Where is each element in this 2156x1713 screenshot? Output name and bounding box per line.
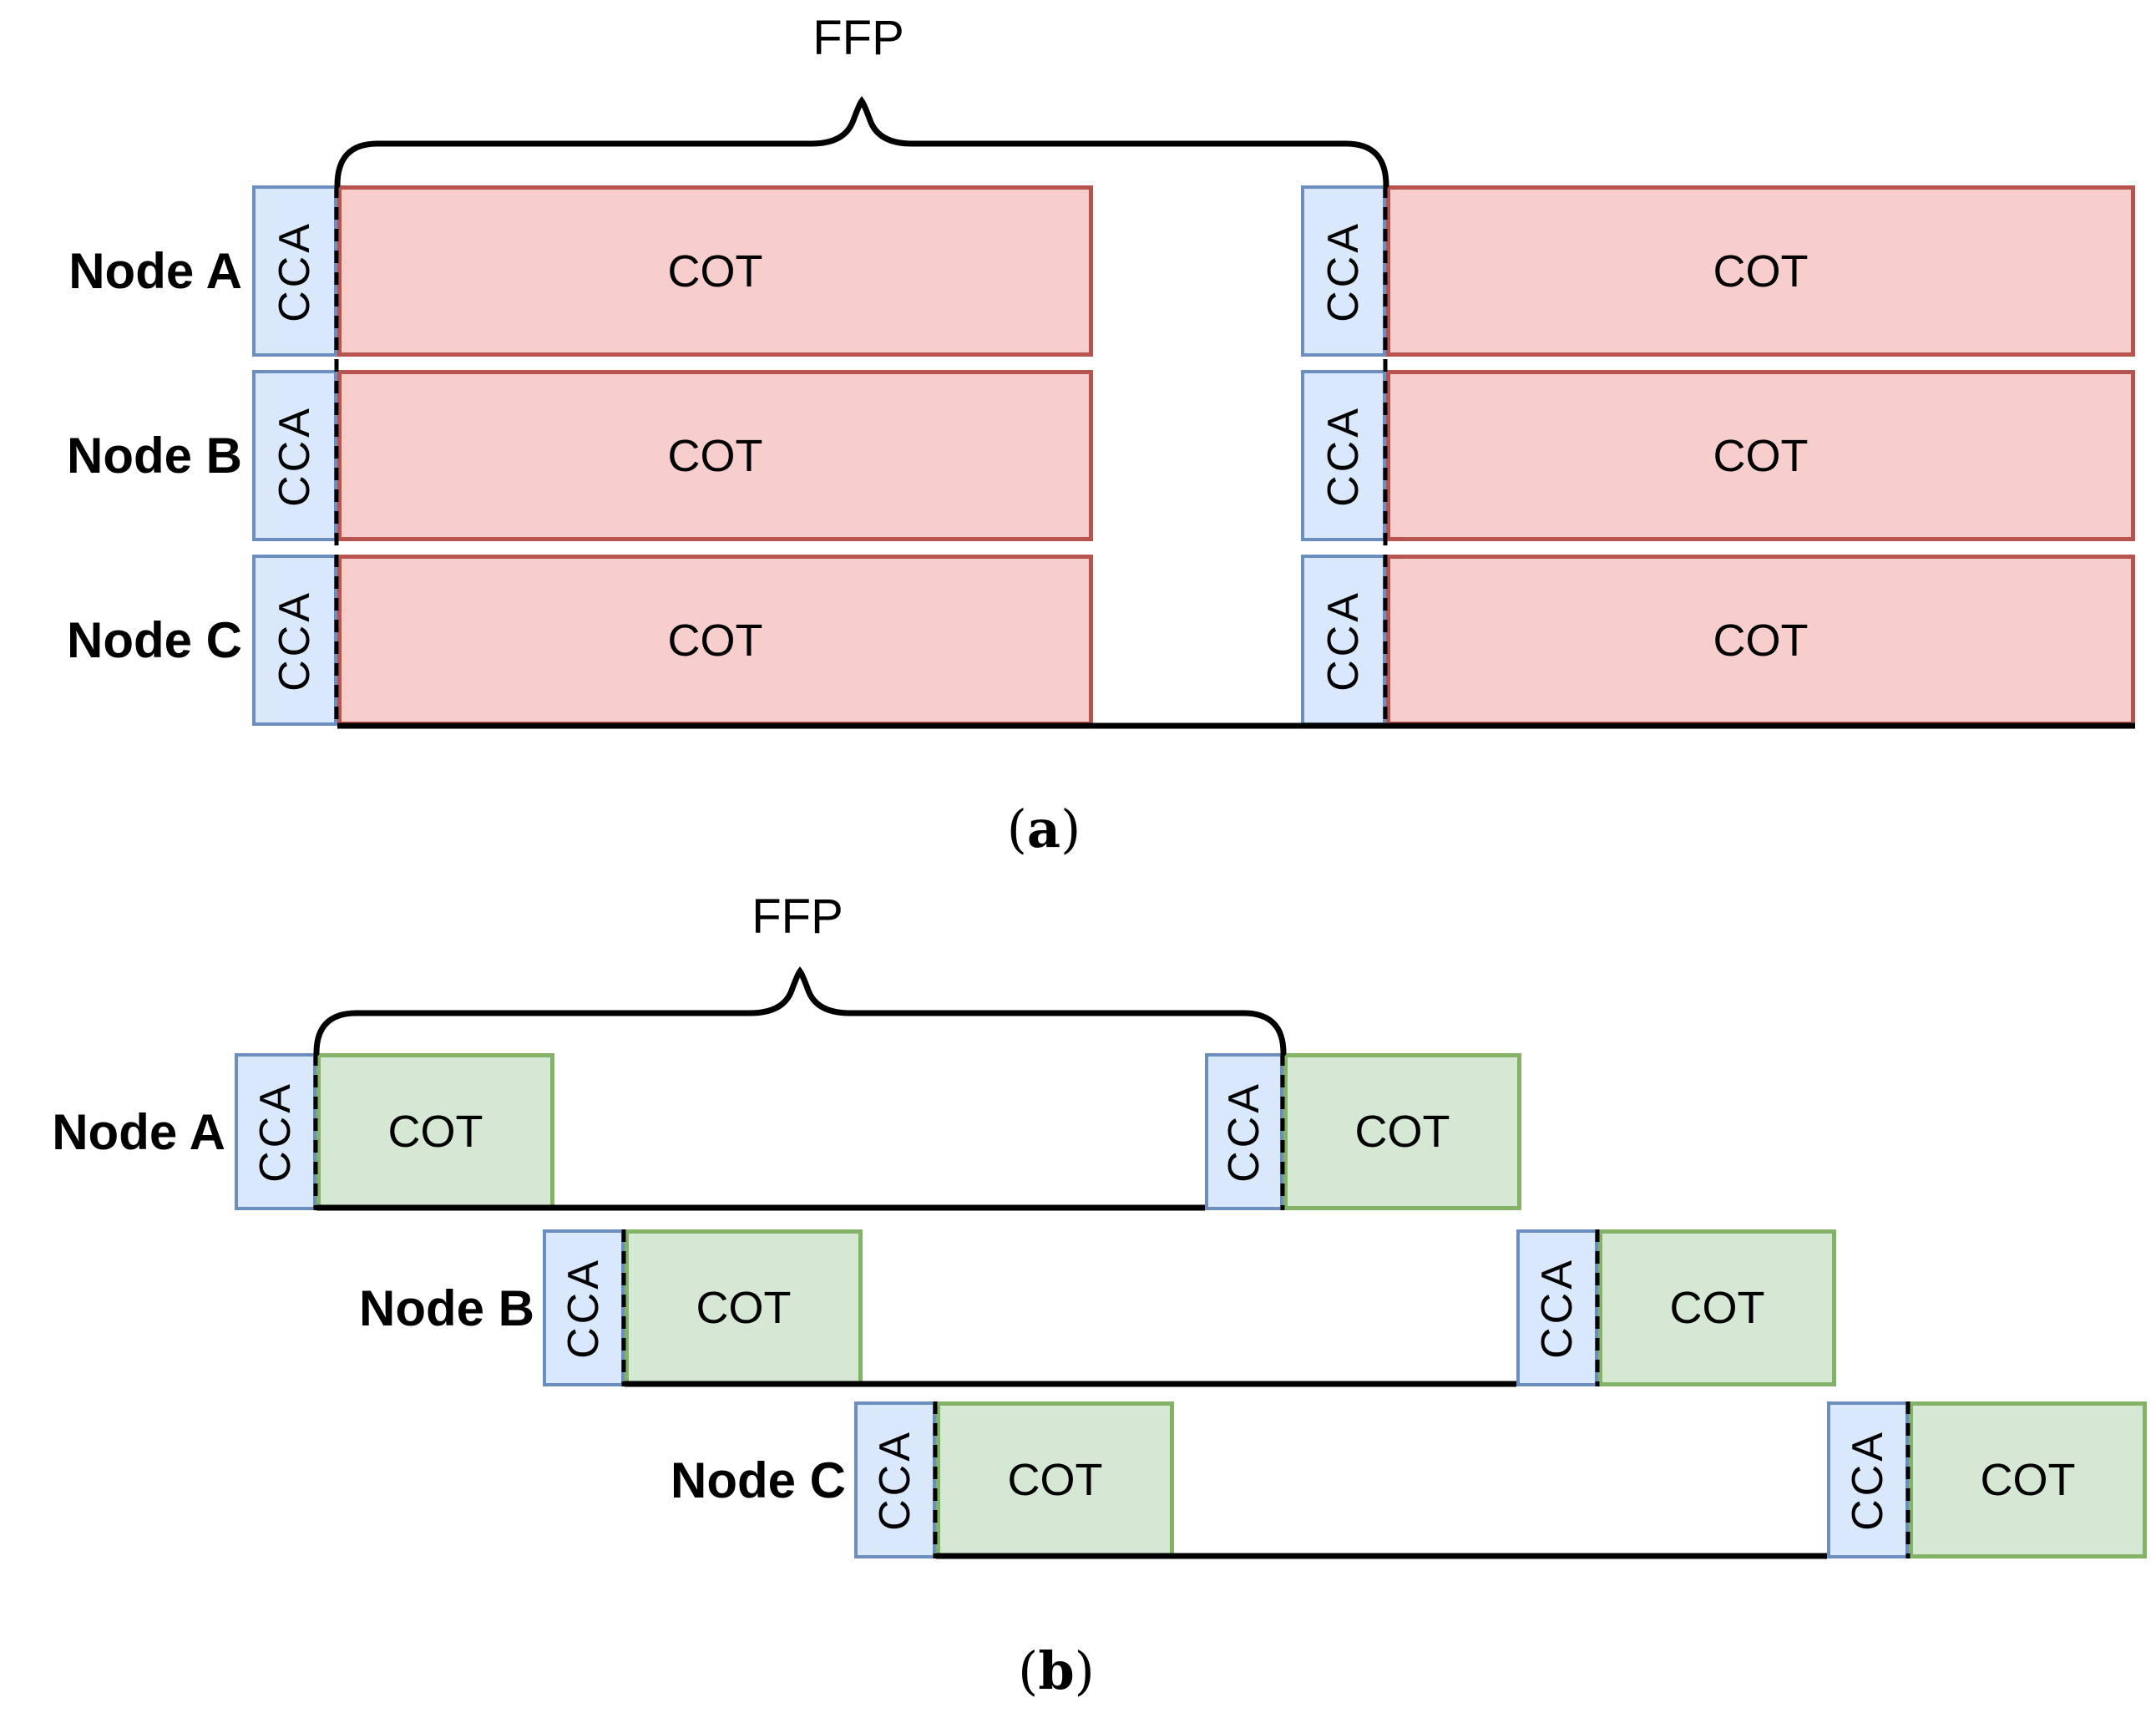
part-b-node-b-cca-2: CCA [1516,1229,1598,1386]
cot-box-label: COT [1354,1107,1450,1157]
cca-box-label: CCA [1844,1429,1893,1531]
part-b-node-a-cca-2: CCA [1205,1053,1283,1210]
part-a-node-a-cca-2: CCA [1301,185,1386,357]
part-a-ffp-label: FFP [812,11,904,65]
cca-box-label: CCA [1533,1257,1582,1359]
part-b-node-b-cot-2: COT [1598,1229,1836,1386]
part-b-node-c-cot-1: COT [936,1401,1174,1558]
part-b-node-b-cot-1: COT [625,1229,863,1386]
part-a-node-a-cot-1: COT [337,185,1093,357]
cca-box-label: CCA [251,1081,301,1183]
part-b-node-c-label: Node C [671,1452,846,1508]
cca-box-label: CCA [271,220,320,322]
part-b-node-b-cca-1: CCA [543,1229,625,1386]
part-a-node-c-cca-1: CCA [252,555,337,726]
part-a-node-c-label: Node C [67,612,242,668]
part-b-node-a-cca-1: CCA [235,1053,316,1210]
part-a-node-a-label: Node A [68,243,242,299]
cot-box-label: COT [667,246,763,296]
part-a-node-b-cot-1: COT [337,370,1093,541]
part-b-node-a-label: Node A [52,1103,225,1160]
caption-open-paren: ( [1006,798,1027,859]
part-a-node-b-cca-1: CCA [252,370,337,541]
cca-box-label: CCA [871,1429,920,1531]
caption-close-paren: ) [1074,1640,1095,1701]
cca-box-label: CCA [271,404,320,507]
caption-open-paren: ( [1018,1640,1039,1701]
part-b-node-c-cca-2: CCA [1827,1401,1909,1558]
part-a-node-b-cca-2: CCA [1301,370,1386,541]
cca-box-label: CCA [271,589,320,692]
cot-box-label: COT [1007,1455,1103,1505]
cot-box-label: COT [667,615,763,666]
part-b-ffp-label: FFP [752,889,843,944]
cca-box-label: CCA [1220,1081,1269,1183]
part-a-node-a-cot-2: COT [1386,185,2135,357]
cca-box-label: CCA [559,1257,609,1359]
part-a-node-c-cot-2: COT [1386,555,2135,726]
cot-box-label: COT [1669,1283,1765,1333]
cot-box-label: COT [1713,615,1809,666]
cca-box-label: CCA [1319,589,1369,692]
caption-letter: b [1038,1640,1075,1701]
cca-box-label: CCA [1319,220,1369,322]
part-b-node-a-cot-2: COT [1283,1053,1521,1210]
cot-box-label: COT [1713,430,1809,481]
part-a-node-b-label: Node B [67,428,242,484]
part-b-node-c-cca-1: CCA [854,1401,936,1558]
part-b-node-c-cot-2: COT [1909,1401,2147,1558]
part-a-node-a-cca-1: CCA [252,185,337,357]
cot-box-label: COT [1713,246,1809,296]
part-b-node-a-cot-1: COT [316,1053,554,1210]
cca-box-label: CCA [1319,404,1369,507]
cot-box-label: COT [1980,1455,2076,1505]
part-a-ffp-brace [334,96,1389,189]
part-b-caption: (b) [931,1635,1182,1706]
cot-box-label: COT [387,1107,483,1157]
part-b-node-b-label: Node B [359,1280,534,1336]
part-a-node-c-cot-1: COT [337,555,1093,726]
part-a-node-b-cot-2: COT [1386,370,2135,541]
part-a-caption: (a) [919,793,1169,864]
caption-letter: a [1026,798,1061,859]
cot-box-label: COT [667,430,763,481]
cot-box-label: COT [696,1283,792,1333]
part-b-ffp-brace [313,966,1287,1057]
part-a-node-c-cca-2: CCA [1301,555,1386,726]
caption-close-paren: ) [1060,798,1081,859]
